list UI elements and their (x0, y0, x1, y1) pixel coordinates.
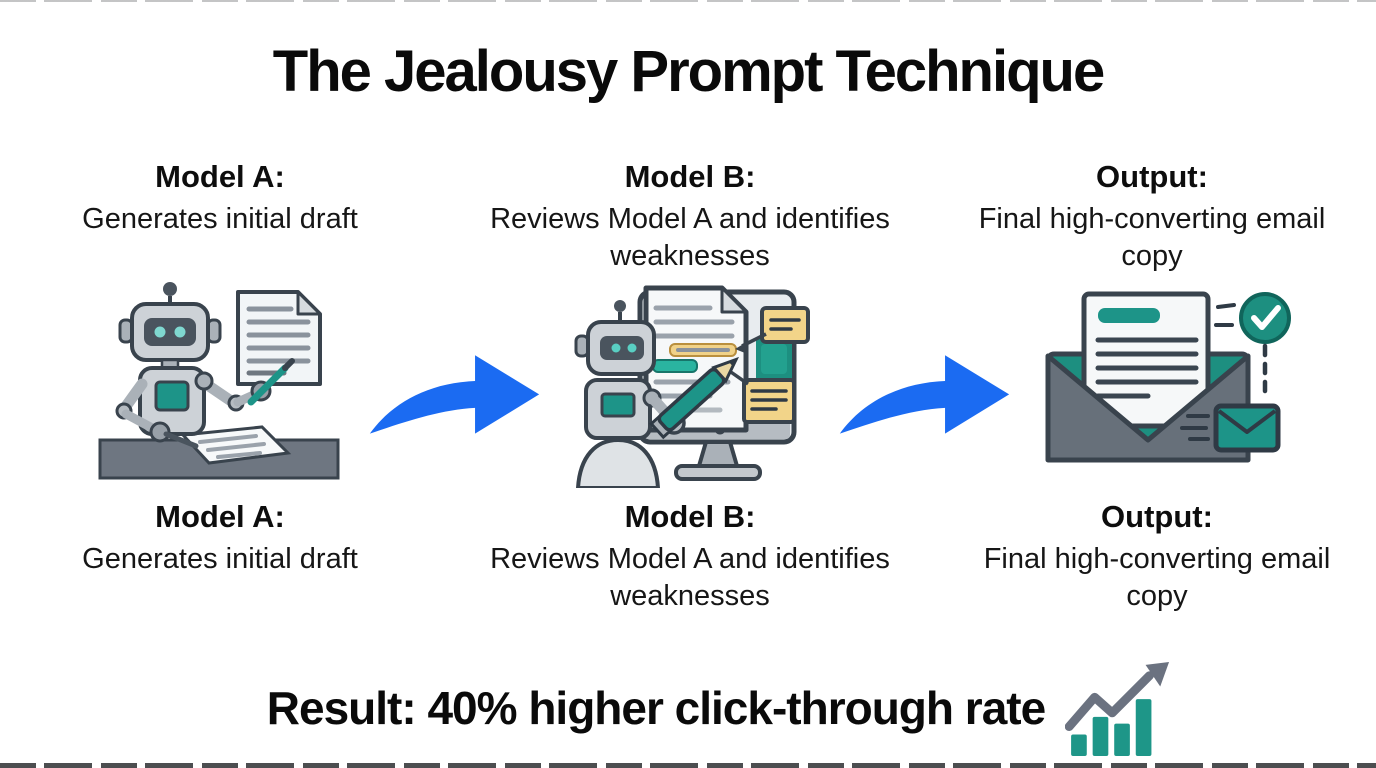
flow-arrow-icon-1 (369, 355, 540, 434)
step1-description: Generates initial draft (82, 542, 358, 575)
step2-description: Reviews Model A and identifies weaknesse… (490, 202, 890, 273)
top-edge-artifact (0, 0, 1376, 2)
step1-heading: Model A: (155, 499, 285, 534)
robot-writing-draft-icon (98, 282, 340, 480)
step3-description: Final high-converting email copy (978, 202, 1326, 273)
step1-description: Generates initial draft (82, 202, 358, 235)
step2-bottom-label: Model B: Reviews Model A and identifies … (480, 498, 900, 616)
bottom-edge-artifact (0, 763, 1376, 768)
step1-bottom-label: Model A: Generates initial draft (60, 498, 380, 578)
step2-heading: Model B: (624, 159, 756, 194)
email-output-icon (1045, 291, 1291, 463)
step1-heading: Model A: (155, 159, 285, 194)
step3-heading: Output: (1096, 159, 1208, 194)
result-text: Result: 40% higher click-through rate (266, 682, 1046, 734)
flow-arrow-icon-2 (839, 355, 1010, 434)
step3-top-label: Output: Final high-converting email copy (945, 158, 1359, 276)
step3-bottom-label: Output: Final high-converting email copy (955, 498, 1359, 616)
growth-chart-icon (1065, 661, 1170, 756)
robot-review-monitor-icon (574, 285, 810, 488)
result-banner: Result: 40% higher click-through rate (37, 660, 1376, 756)
page-title: The Jealousy Prompt Technique (272, 39, 1105, 104)
step1-top-label: Model A: Generates initial draft (30, 158, 410, 238)
step2-top-label: Model B: Reviews Model A and identifies … (480, 158, 900, 276)
step2-heading: Model B: (624, 499, 756, 534)
step3-heading: Output: (1101, 499, 1213, 534)
step3-description: Final high-converting email copy (983, 542, 1331, 613)
step2-description: Reviews Model A and identifies weaknesse… (490, 542, 890, 613)
